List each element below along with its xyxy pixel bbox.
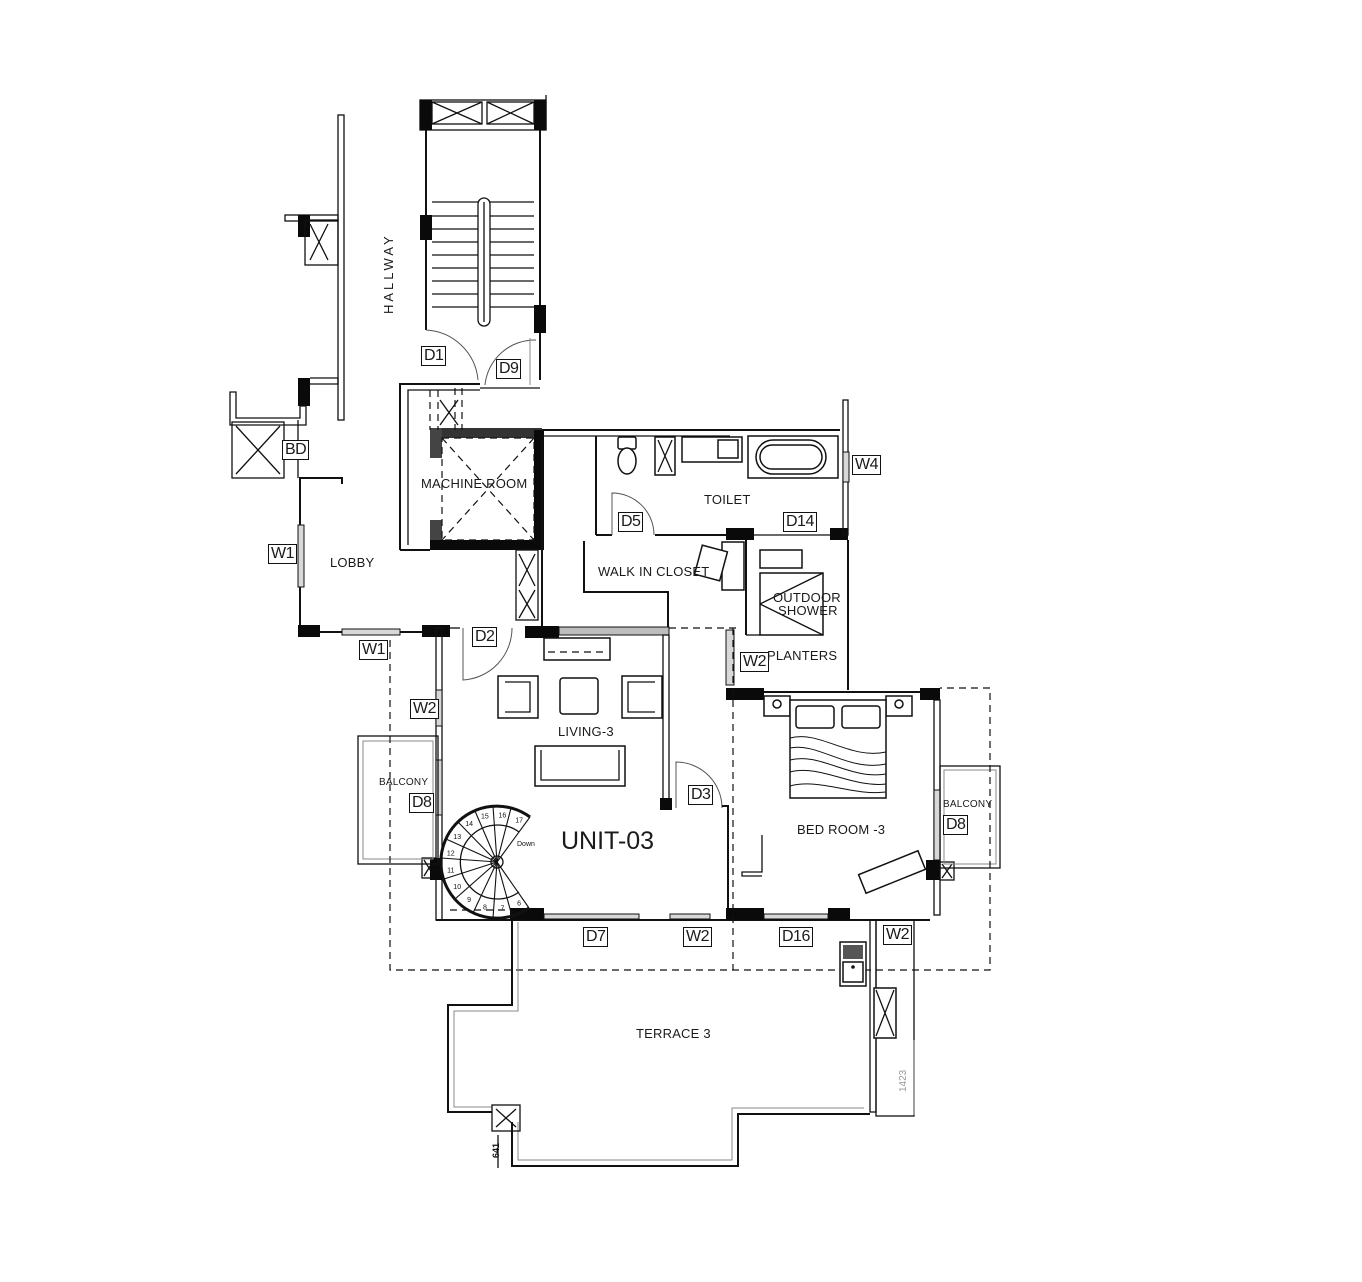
room-label-bedroom: BED ROOM -3 — [797, 822, 886, 837]
spiral-staircase — [439, 804, 531, 920]
spiral-step-number: 12 — [447, 850, 455, 857]
spiral-step-number: 7 — [500, 906, 504, 913]
door-tag-d8-left: D8 — [409, 793, 435, 813]
window-tag-w1-left: W1 — [268, 544, 297, 564]
closet-shower-planters — [583, 540, 849, 690]
spiral-step-number: 15 — [481, 814, 489, 821]
door-tag-d9: D9 — [496, 359, 522, 379]
window-tag-w2-bottom: W2 — [683, 927, 712, 947]
room-label-terrace: TERRACE 3 — [636, 1026, 711, 1041]
window-tag-w1-bottom: W1 — [359, 640, 388, 660]
terrace — [447, 919, 915, 1168]
dimension-step-offset: 641 — [491, 1142, 501, 1158]
spiral-step-number: 16 — [499, 812, 507, 819]
door-tag-d7: D7 — [583, 927, 609, 947]
door-tag-d2: D2 — [472, 627, 498, 647]
room-label-walk-in-closet: WALK IN CLOSET — [598, 564, 710, 579]
room-label-outdoor-shower-2: SHOWER — [778, 603, 838, 618]
door-tag-d8-right: D8 — [943, 815, 969, 835]
spiral-step-number: 6 — [517, 901, 521, 908]
spiral-step-number: 17 — [515, 818, 523, 825]
tag-bd: BD — [282, 440, 310, 460]
room-label-machine-room: MACHINE ROOM — [421, 476, 528, 491]
room-label-lobby: LOBBY — [330, 555, 375, 570]
unit-boundary — [389, 628, 991, 971]
spiral-step-number: 13 — [453, 834, 461, 841]
room-label-hallway: HALLWAY — [381, 233, 396, 314]
window-tag-w2-planters: W2 — [740, 652, 769, 672]
bedroom — [726, 688, 955, 921]
door-tag-d1: D1 — [421, 346, 447, 366]
door-tag-d14: D14 — [783, 512, 817, 532]
window-tag-w4: W4 — [852, 455, 881, 475]
spiral-step-number: 9 — [467, 897, 471, 904]
lobby-walls — [297, 477, 460, 637]
door-tag-d5: D5 — [618, 512, 644, 532]
door-tag-d16: D16 — [779, 927, 813, 947]
spiral-step-number: 8 — [483, 904, 487, 911]
door-tag-d3: D3 — [688, 785, 714, 805]
room-label-outdoor-shower-1: OUTDOOR — [773, 590, 841, 605]
room-label-balcony-left: BALCONY — [379, 777, 429, 788]
toilet-block — [541, 399, 850, 628]
room-label-toilet: TOILET — [704, 492, 751, 507]
room-label-balcony-right: BALCONY — [943, 799, 993, 810]
spiral-step-number: 11 — [447, 868, 454, 875]
machine-room — [399, 383, 544, 621]
window-tag-w2-living: W2 — [410, 699, 439, 719]
main-staircase — [419, 95, 547, 386]
room-label-living: LIVING-3 — [558, 724, 614, 739]
window-tag-w2-terrace: W2 — [883, 925, 912, 945]
unit-label: UNIT-03 — [561, 827, 655, 855]
spiral-step-number: 10 — [453, 884, 461, 891]
hallway-walls — [229, 114, 345, 479]
spiral-direction-label: Down — [517, 841, 535, 848]
balconies — [357, 735, 1001, 869]
living-unit — [421, 626, 752, 921]
room-label-planters: PLANTERS — [767, 648, 838, 663]
dimension-terrace-height: 1423 — [898, 1069, 909, 1092]
spiral-step-number: 14 — [465, 821, 473, 828]
